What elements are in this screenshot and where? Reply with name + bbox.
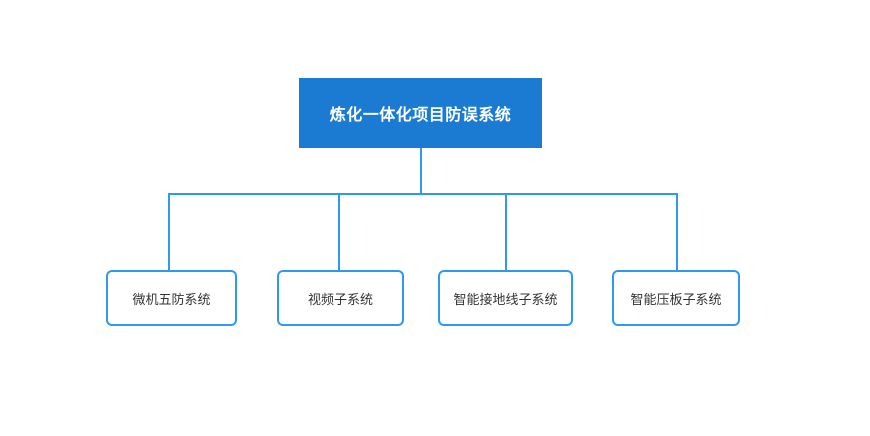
connector-drop-4 <box>676 193 678 271</box>
child-node-grounding-wire[interactable]: 智能接地线子系统 <box>438 270 573 326</box>
connector-horizontal-rail <box>168 193 678 195</box>
child-node-label: 视频子系统 <box>307 291 373 307</box>
child-node-label: 智能接地线子系统 <box>453 291 558 307</box>
child-node-wuji-wufang[interactable]: 微机五防系统 <box>106 270 237 326</box>
connector-drop-2 <box>338 193 340 271</box>
connector-drop-3 <box>505 193 507 271</box>
connector-drop-1 <box>168 193 170 271</box>
child-node-video[interactable]: 视频子系统 <box>277 270 404 326</box>
child-node-label: 智能压板子系统 <box>630 291 722 307</box>
root-node-label: 炼化一体化项目防误系统 <box>329 107 512 124</box>
root-node[interactable]: 炼化一体化项目防误系统 <box>299 78 542 148</box>
child-node-label: 微机五防系统 <box>132 291 211 307</box>
child-node-pressure-plate[interactable]: 智能压板子系统 <box>612 270 740 326</box>
connector-root-stem <box>420 148 422 194</box>
